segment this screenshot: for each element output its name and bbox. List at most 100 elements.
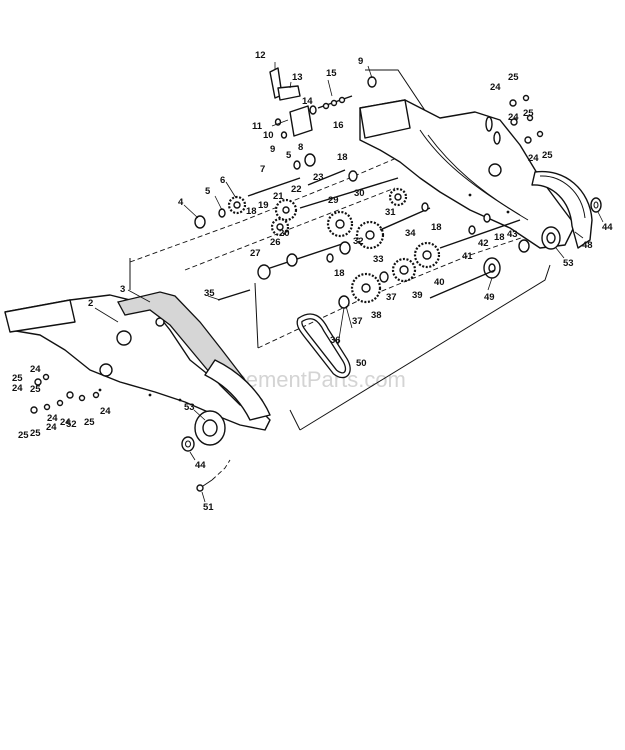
sprocket-30 xyxy=(326,210,354,238)
assembly-outline xyxy=(129,69,551,431)
left-side-plate xyxy=(4,294,271,431)
callout-25-right-a: 25 xyxy=(508,72,519,83)
callout-24-right-b: 24 xyxy=(508,112,519,123)
callout-18-low: 18 xyxy=(334,268,345,279)
callout-8: 8 xyxy=(298,142,303,153)
callout-2: 2 xyxy=(88,298,93,309)
right-side-plate xyxy=(359,99,576,249)
left-bearing-44 xyxy=(181,436,195,452)
callout-25-left-a: 25 xyxy=(12,373,23,384)
callout-3: 3 xyxy=(120,284,125,295)
callout-32: 32 xyxy=(353,236,364,247)
callout-43: 43 xyxy=(507,229,518,240)
callout-18-far: 18 xyxy=(494,232,505,243)
callout-31: 31 xyxy=(385,207,396,218)
callout-44-right: 44 xyxy=(602,222,613,233)
sprocket-39 xyxy=(391,257,417,283)
callout-34: 34 xyxy=(405,228,416,239)
right-belt-guard xyxy=(531,170,593,249)
callout-labels: 12 13 9 15 14 16 11 10 9 8 5 7 18 23 6 5… xyxy=(12,50,613,513)
callout-18-mid: 18 xyxy=(246,206,257,217)
callout-35: 35 xyxy=(204,288,215,299)
left-pulley xyxy=(194,410,226,446)
callout-29: 29 xyxy=(328,195,339,206)
callout-9: 9 xyxy=(358,56,363,67)
right-bearing-44 xyxy=(590,197,602,213)
callout-24-left-e: 24 xyxy=(100,406,111,417)
callout-14: 14 xyxy=(302,96,313,107)
callout-24-left-f: 24 xyxy=(47,413,58,424)
right-fasteners xyxy=(509,94,544,144)
callout-41: 41 xyxy=(462,251,473,262)
sprocket-40 xyxy=(413,241,441,269)
callout-12: 12 xyxy=(255,50,266,61)
callout-42: 42 xyxy=(478,238,489,249)
leader-lines xyxy=(94,62,604,503)
callout-10: 10 xyxy=(263,130,274,141)
left-belt-guard xyxy=(117,291,271,421)
callout-11: 11 xyxy=(252,121,263,132)
callout-33: 33 xyxy=(373,254,384,265)
sprocket-31 xyxy=(388,187,408,207)
callout-24-left-b: 24 xyxy=(12,383,23,394)
callout-5: 5 xyxy=(286,150,292,161)
callout-25-left-c: 25 xyxy=(30,428,41,439)
sprocket-38 xyxy=(350,272,382,304)
callout-50: 50 xyxy=(356,358,367,369)
callout-22: 22 xyxy=(291,184,302,195)
callout-7: 7 xyxy=(260,164,265,175)
callout-26: 26 xyxy=(270,237,281,248)
callout-13: 13 xyxy=(292,72,303,83)
callout-49: 49 xyxy=(484,292,495,303)
callout-38: 38 xyxy=(371,310,382,321)
shafts xyxy=(217,169,521,301)
callout-19: 19 xyxy=(258,200,269,211)
sprocket-33 xyxy=(355,220,385,250)
gear-20 xyxy=(270,217,290,237)
callout-18: 18 xyxy=(337,152,348,163)
callout-20: 20 xyxy=(279,228,290,239)
callout-25-left-d: 25 xyxy=(84,417,95,428)
drive-belt xyxy=(296,313,351,379)
callout-9-lower: 9 xyxy=(270,144,275,155)
callout-53-left: 53 xyxy=(184,402,195,413)
callout-24-right-a: 24 xyxy=(490,82,501,93)
callout-5-left: 5 xyxy=(205,186,211,197)
bolt-51 xyxy=(196,459,231,492)
callout-18-right: 18 xyxy=(431,222,442,233)
callout-37: 37 xyxy=(386,292,397,303)
callout-24-left-a: 24 xyxy=(30,364,41,375)
callout-37-low: 37 xyxy=(352,316,363,327)
gear-6 xyxy=(227,195,247,215)
callout-44-left: 44 xyxy=(195,460,206,471)
callout-27: 27 xyxy=(250,248,261,259)
callout-24-left-d: 24 xyxy=(60,417,71,428)
right-pulley xyxy=(541,226,561,250)
callout-52: 52 xyxy=(66,419,77,430)
callout-6: 6 xyxy=(220,175,225,186)
callout-51: 51 xyxy=(203,502,214,513)
callout-25-right-b: 25 xyxy=(523,108,534,119)
callout-25-left-e: 25 xyxy=(18,430,29,441)
callout-21: 21 xyxy=(273,191,284,202)
pulley-49 xyxy=(483,257,501,279)
callout-53-right: 53 xyxy=(563,258,574,269)
callout-48: 48 xyxy=(582,240,593,251)
washers xyxy=(194,76,530,309)
callout-23: 23 xyxy=(313,172,324,183)
callout-25-right-c: 25 xyxy=(542,150,553,161)
callout-36: 36 xyxy=(330,335,341,346)
callout-25-left-b: 25 xyxy=(30,384,41,395)
callout-30: 30 xyxy=(354,188,365,199)
callout-39: 39 xyxy=(412,290,423,301)
callout-24-right-c: 24 xyxy=(528,153,539,164)
gear-21 xyxy=(274,198,298,222)
left-fasteners xyxy=(30,373,100,414)
callout-40: 40 xyxy=(434,277,445,288)
callout-4: 4 xyxy=(178,197,184,208)
callout-15: 15 xyxy=(326,68,337,79)
callout-16: 16 xyxy=(333,120,344,131)
callout-24-left-c: 24 xyxy=(46,422,57,433)
